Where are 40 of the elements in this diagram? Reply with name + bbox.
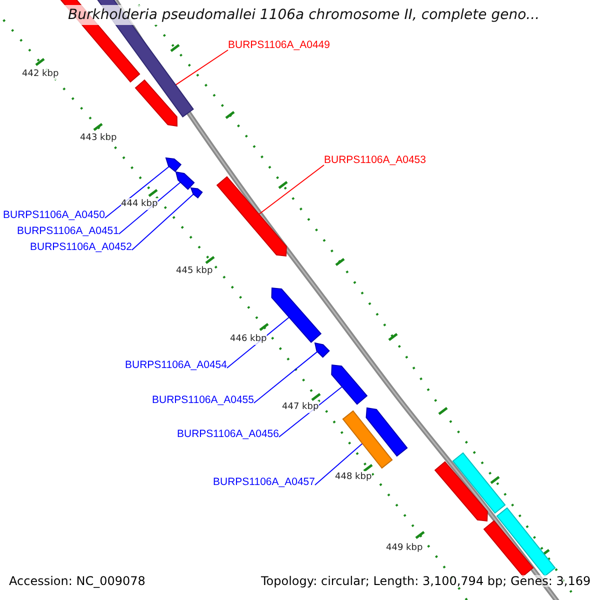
gene-block — [366, 407, 408, 457]
tick-label: 448 kbp — [335, 471, 372, 483]
gene-label: BURPS1106A_A0452 — [30, 241, 132, 253]
gene-block — [190, 187, 203, 198]
gene-block — [434, 461, 488, 522]
gene-block — [483, 520, 534, 577]
gene-block — [175, 171, 195, 190]
gene-block — [342, 410, 393, 469]
gene-block — [331, 364, 368, 405]
gene-block — [134, 79, 178, 127]
gene-label: BURPS1106A_A0455 — [152, 394, 254, 406]
tick-label: 445 kbp — [176, 265, 213, 277]
tick-label: 446 kbp — [230, 333, 267, 345]
gene-block — [271, 287, 322, 343]
tick-label: 442 kbp — [22, 68, 59, 80]
gene-label: BURPS1106A_A0449 — [228, 39, 330, 51]
leader-line — [314, 443, 363, 486]
leader-line — [104, 166, 170, 218]
leader-line — [253, 351, 318, 404]
tick-label: 443 kbp — [80, 132, 117, 144]
gene-block — [165, 157, 182, 172]
gene-label: BURPS1106A_A0451 — [17, 225, 119, 237]
footer-text: Topology: circular; Length: 3,100,794 bp; Genes: 3,169 — [261, 575, 591, 587]
leader-line — [258, 164, 324, 215]
gene-block — [216, 176, 287, 257]
tick-label: 449 kbp — [386, 542, 423, 554]
gene-block — [496, 507, 556, 577]
footer-text: Accession: NC_009078 — [9, 575, 146, 587]
gene-label: BURPS1106A_A0450 — [3, 209, 105, 221]
gene-block — [452, 452, 506, 514]
tick-label: 444 kbp — [121, 198, 158, 210]
leader-line — [131, 194, 194, 250]
tick-label: 447 kbp — [282, 401, 319, 413]
gene-label: BURPS1106A_A0453 — [324, 154, 426, 166]
gene-label: BURPS1106A_A0454 — [125, 359, 227, 371]
gene-block — [314, 342, 330, 358]
leader-line — [278, 386, 343, 438]
leader-line — [175, 50, 228, 86]
gene-label: BURPS1106A_A0457 — [213, 476, 315, 488]
gene-label: BURPS1106A_A0456 — [177, 428, 279, 440]
